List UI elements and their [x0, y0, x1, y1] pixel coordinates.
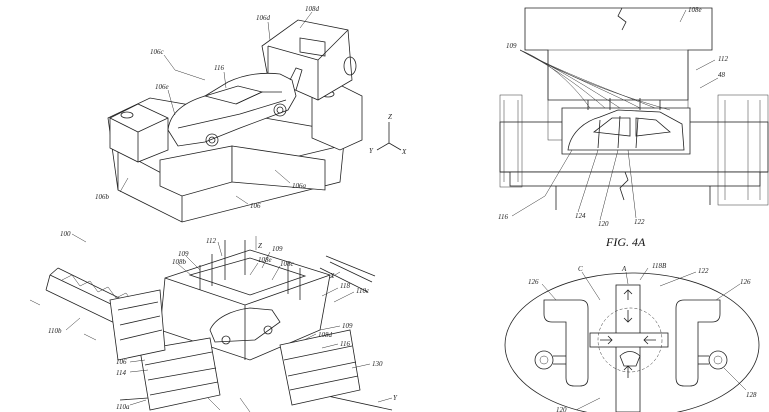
- axis-y-label: Y: [369, 147, 374, 155]
- label-126-right: 126: [740, 278, 751, 286]
- label-106e: 106e: [155, 83, 169, 91]
- axis-x-label: X: [401, 148, 407, 156]
- label-y-machine: Y: [393, 394, 398, 402]
- label-112: 112: [718, 55, 728, 63]
- label-106a: 106a: [292, 182, 307, 190]
- label-109: 109: [506, 42, 517, 50]
- label-114: 114: [116, 369, 126, 377]
- fig-4a-section-view: 108e 109 112 48 116 124 120 122 FIG. 4A: [498, 6, 769, 249]
- label-48: 48: [718, 71, 726, 79]
- label-106c: 106c: [150, 48, 165, 56]
- label-108b: 108b: [172, 258, 187, 266]
- guide-posts: [199, 240, 301, 300]
- right-frame: [717, 94, 769, 206]
- label-122-plan: 122: [698, 267, 709, 275]
- label-116-fig4a: 116: [498, 213, 508, 221]
- label-126-left: 126: [528, 278, 539, 286]
- label-106-machine: 106: [116, 358, 127, 366]
- label-109-left: 109: [178, 250, 189, 258]
- oval-plan-view: 118B C A 122 126 126 128 120: [504, 262, 760, 412]
- label-130: 130: [372, 360, 383, 368]
- label-a: A: [621, 265, 627, 273]
- label-118b: 118B: [652, 262, 667, 270]
- label-108c: 108c: [280, 260, 295, 268]
- label-106: 106: [250, 202, 261, 210]
- label-100: 100: [60, 230, 71, 238]
- casting-machine-figure: 100 112 Z 109 108b 109 108e 108c X 118 1…: [29, 230, 398, 412]
- car-body-shape: [167, 67, 303, 147]
- left-frame: [499, 94, 523, 188]
- label-116-machine: 116: [340, 340, 350, 348]
- label-c: C: [578, 265, 583, 273]
- label-110a: 110a: [116, 403, 130, 411]
- label-118: 118: [340, 282, 350, 290]
- label-109-upper: 109: [272, 245, 283, 253]
- label-106d: 106d: [256, 14, 271, 22]
- label-x-machine: X: [329, 272, 335, 280]
- label-112-machine: 112: [206, 237, 216, 245]
- figure-caption-fig-4a: FIG. 4A: [605, 235, 646, 249]
- label-109-right: 109: [342, 322, 353, 330]
- label-124: 124: [575, 212, 586, 220]
- axis-z-label: Z: [388, 113, 392, 121]
- label-128: 128: [746, 391, 757, 399]
- mold-assembly-figure: Z Y X 108d 106d 106c 116 106e 106b 106 1…: [95, 5, 407, 223]
- label-108d: 108d: [305, 5, 320, 13]
- label-108e-machine: 108e: [258, 256, 272, 264]
- label-106b: 106b: [95, 193, 110, 201]
- label-122: 122: [634, 218, 645, 226]
- label-116: 116: [214, 64, 224, 72]
- label-z-machine: Z: [258, 242, 262, 250]
- label-108d-machine: 108d: [318, 331, 333, 339]
- label-110b: 110b: [48, 327, 62, 335]
- axis-triad-top: Z Y X: [369, 113, 407, 156]
- label-108e: 108e: [688, 6, 702, 14]
- label-110c: 110c: [356, 287, 370, 295]
- label-120-plan: 120: [556, 406, 567, 412]
- label-120: 120: [598, 220, 609, 228]
